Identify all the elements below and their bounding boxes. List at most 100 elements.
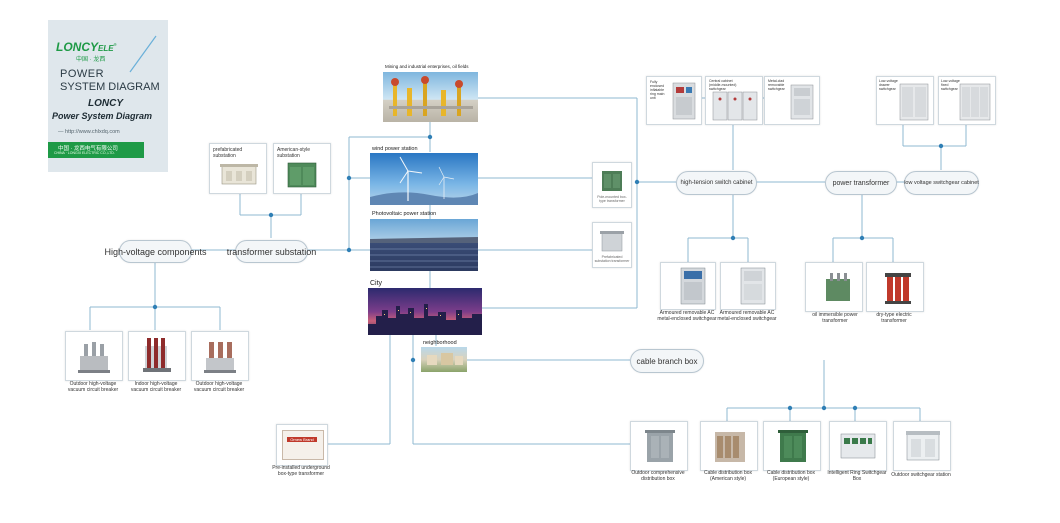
ht-cabinet-card-3[interactable]: Metal-clad removable switchgear [764, 76, 820, 125]
low-voltage-switchgear-node[interactable]: low voltage switchgear cabinet [904, 171, 979, 195]
neighborhood-image[interactable] [421, 347, 467, 372]
logo-brand: LONCYELE® [56, 40, 117, 54]
ht-cabinet-label-3: Metal-clad removable switchgear [768, 79, 785, 91]
oil-transformer-caption: oil immersible power transformer [812, 312, 858, 324]
cable-american-caption: Cable distribution box (American style) [703, 470, 753, 482]
pole-transformer-caption: Pole-mounted box-type transformer [597, 195, 627, 203]
dry-transformer-card[interactable] [866, 262, 924, 312]
logo-panel: LONCYELE® 中国 · 龙西 POWER SYSTEM DIAGRAM L… [48, 20, 168, 172]
lv-cabinet-image-2 [959, 83, 991, 121]
ring-switchgear-caption: Intelligent Ring Switchgear Box [827, 470, 887, 482]
breaker-image-3 [204, 342, 236, 373]
armoured-image-2 [740, 267, 766, 305]
logo-reg: ® [113, 42, 117, 47]
dry-transformer-caption: dry-type electric transformer [876, 312, 912, 324]
breaker-caption-2: Indoor high-voltage vacuum circuit break… [130, 381, 182, 393]
ht-cabinet-label-1: Fully enclosed inflatable ring main unit [650, 80, 665, 100]
ht-cabinet-label-2: Central cabinet (middle-mounted) switchg… [709, 79, 737, 91]
armoured-image-1 [680, 267, 706, 305]
american-substation-label: American-style substation [277, 147, 311, 159]
lv-cabinet-label-1: Low-voltage drawer switchgear [879, 79, 898, 91]
underground-brand-sign: Ornew Brand [287, 437, 317, 442]
logo-band-cn: 中国 · 龙西电气有限公司 [58, 146, 118, 152]
mining-label: Mining and industrial enterprises, oil f… [385, 64, 469, 69]
pv-image[interactable] [370, 219, 478, 271]
ht-cabinet-image-3 [790, 84, 814, 120]
lv-cabinet-card-2[interactable]: Low-voltage fixed switchgear [938, 76, 996, 125]
dry-transformer-image [885, 273, 911, 304]
outdoor-distribution-card[interactable] [630, 421, 688, 471]
cable-european-card[interactable] [763, 421, 821, 471]
armoured-caption-2: Armoured removable AC metal-enclosed swi… [717, 310, 777, 322]
high-voltage-components-node[interactable]: High-voltage components [104, 240, 207, 263]
logo-cn-name: 中国 · 龙西 [76, 57, 106, 63]
prefab-transformer-card[interactable]: Prefabricated substation transformer [592, 222, 632, 268]
cable-branch-box-node[interactable]: cable branch box [630, 349, 704, 373]
breaker-card-2[interactable] [128, 331, 186, 381]
oil-transformer-card[interactable] [805, 262, 863, 312]
high-tension-switch-cabinet-node[interactable]: high-tension switch cabinet [676, 171, 757, 195]
pole-transformer-image [602, 171, 622, 191]
cable-american-image [715, 432, 745, 462]
logo-url: — http://www.chlxdq.com [58, 129, 120, 135]
logo-brand-text: LONCY [56, 40, 98, 54]
logo-band-en: CHINA · LONGXI ELECTRIC CO.,LTD. [54, 151, 115, 155]
armoured-card-2[interactable] [720, 262, 776, 310]
outdoor-switchgear-caption: Outdoor switchgear station [891, 472, 951, 478]
breaker-caption-3: Outdoor high-voltage vacuum circuit brea… [193, 381, 245, 393]
american-substation-card[interactable]: American-style substation [273, 143, 331, 194]
breaker-caption-1: Outdoor high-voltage vacuum circuit brea… [67, 381, 119, 393]
underground-transformer-image: Ornew Brand [282, 430, 324, 460]
ht-cabinet-image-1 [672, 82, 696, 120]
pole-transformer-card[interactable]: Pole-mounted box-type transformer [592, 162, 632, 208]
logo-band: 中国 · 龙西电气有限公司 CHINA · LONGXI ELECTRIC CO… [48, 142, 144, 158]
wind-label: wind power station [372, 146, 418, 152]
logo-brand-suffix: ELE [98, 44, 114, 53]
oil-field-graphic [389, 76, 473, 116]
mining-image[interactable] [383, 72, 478, 122]
american-substation-image [287, 162, 317, 188]
logo-line4: Power System Diagram [52, 111, 153, 121]
prefab-substation-label: prefabricated substation [213, 147, 243, 159]
logo-line2: SYSTEM DIAGRAM [60, 81, 160, 93]
cable-european-image [778, 430, 808, 462]
neighborhood-label: neighborhood [423, 340, 457, 346]
ring-switchgear-card[interactable] [829, 421, 887, 471]
ht-cabinet-card-1[interactable]: Fully enclosed inflatable ring main unit [646, 76, 702, 125]
ring-switchgear-image [840, 433, 876, 459]
transformer-substation-node[interactable]: transformer substation [227, 240, 316, 263]
wind-image[interactable] [370, 153, 478, 205]
armoured-caption-1: Armoured removable AC metal-enclosed swi… [657, 310, 717, 322]
armoured-card-1[interactable] [660, 262, 716, 310]
wind-turbine-graphic [370, 156, 478, 205]
lv-cabinet-card-1[interactable]: Low-voltage drawer switchgear [876, 76, 934, 125]
outdoor-distribution-caption: Outdoor comprehensive distribution box [631, 470, 685, 482]
ht-cabinet-image-2 [712, 91, 758, 121]
underground-transformer-card[interactable]: Ornew Brand [276, 424, 328, 466]
solar-panel-graphic [370, 237, 478, 268]
breaker-image-2 [143, 338, 171, 372]
prefab-transformer-image [600, 231, 624, 252]
city-skyline-graphic [368, 304, 482, 335]
ht-cabinet-card-2[interactable]: Central cabinet (middle-mounted) switchg… [705, 76, 763, 125]
lv-cabinet-image-1 [899, 83, 929, 121]
outdoor-switchgear-card[interactable] [893, 421, 951, 471]
breaker-image-1 [78, 342, 110, 373]
breaker-card-1[interactable] [65, 331, 123, 381]
logo-line3: LONCY [88, 98, 123, 109]
city-label: City [370, 280, 383, 287]
prefab-substation-image [220, 164, 258, 185]
neighborhood-graphic [427, 353, 463, 365]
logo-slash-icon [129, 35, 157, 73]
oil-transformer-image [826, 273, 850, 301]
breaker-card-3[interactable] [191, 331, 249, 381]
lv-cabinet-label-2: Low-voltage fixed switchgear [941, 79, 960, 91]
prefab-substation-card[interactable]: prefabricated substation [209, 143, 267, 194]
cable-european-caption: Cable distribution box (European style) [766, 470, 816, 482]
cable-american-card[interactable] [700, 421, 758, 471]
city-image[interactable] [368, 288, 482, 335]
outdoor-switchgear-image [906, 431, 940, 461]
outdoor-distribution-image [645, 430, 675, 462]
power-transformer-node[interactable]: power transformer [825, 171, 897, 195]
underground-transformer-caption: Pre-installed underground box-type trans… [272, 465, 330, 477]
